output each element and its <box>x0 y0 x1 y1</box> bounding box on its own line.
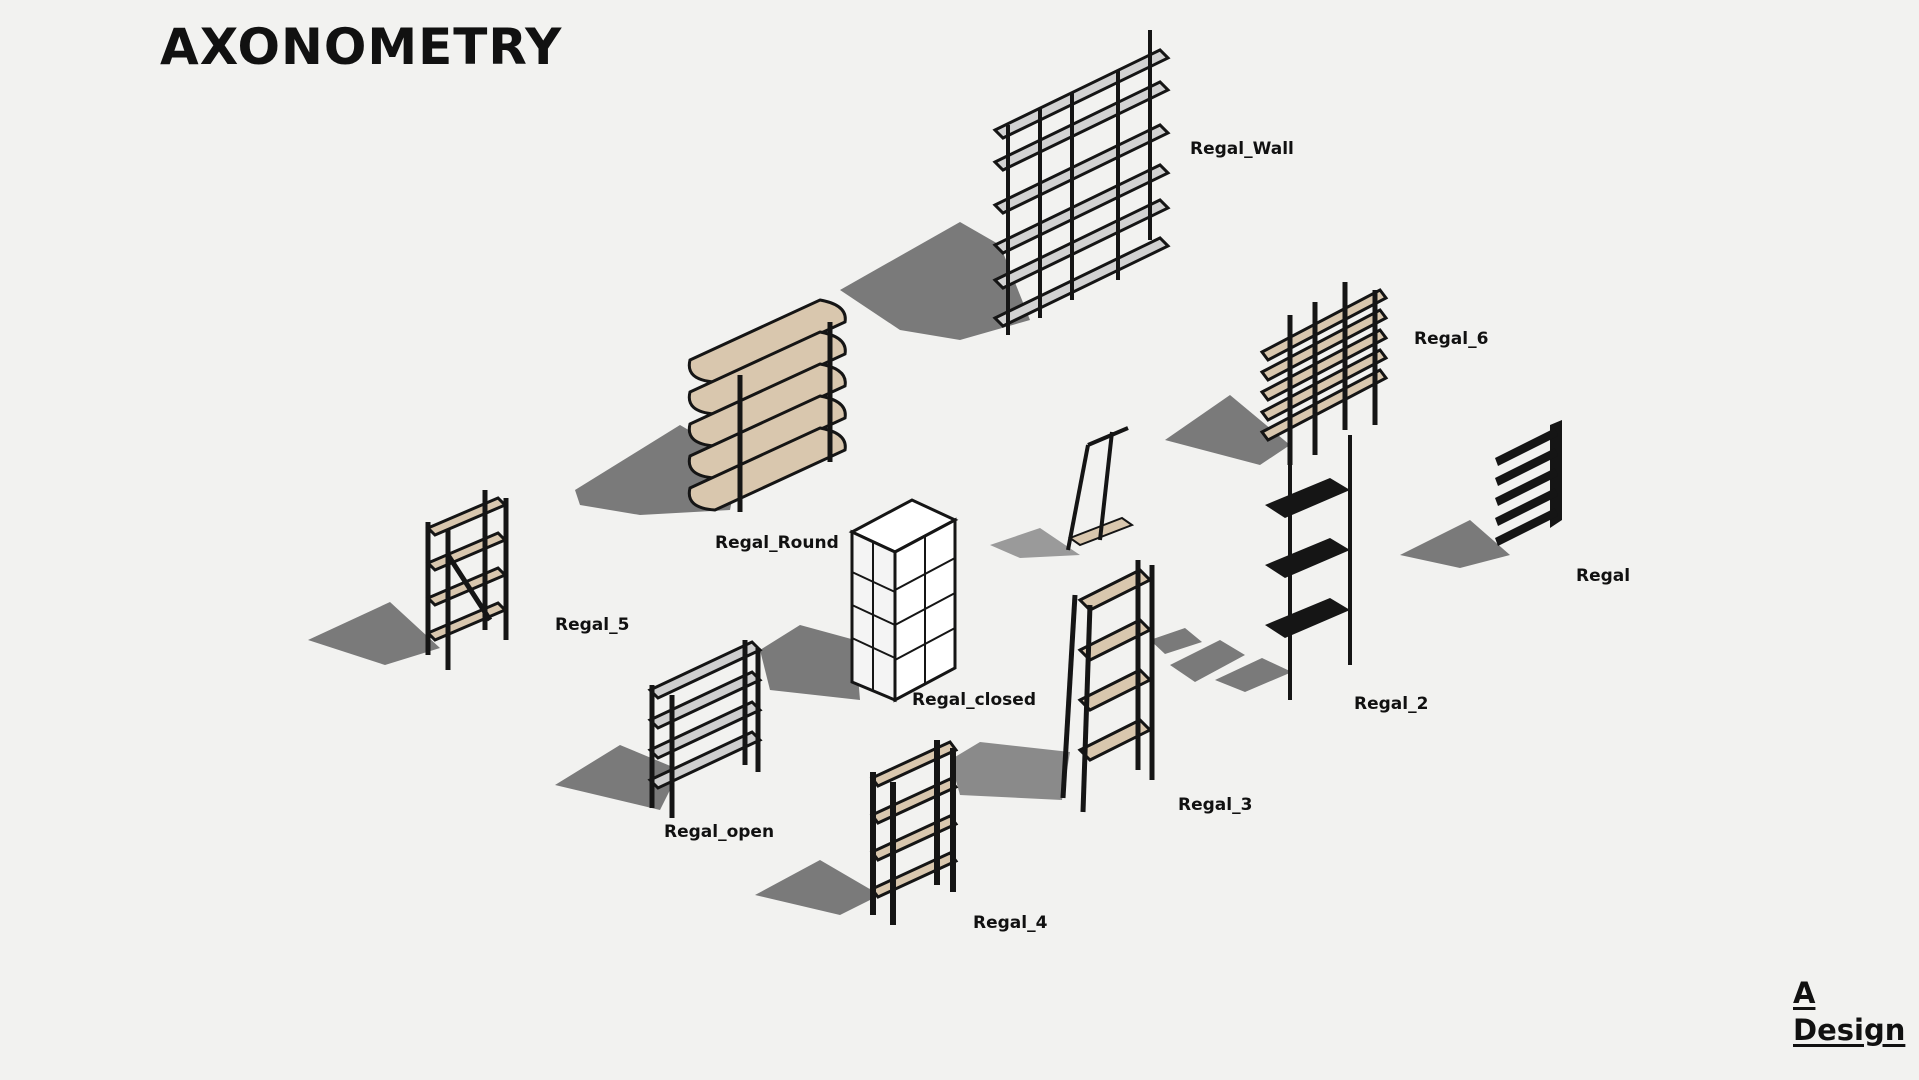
regal-3-drawing <box>950 560 1155 813</box>
regal-round-shelves <box>687 298 847 512</box>
label-regal-wall: Regal_Wall <box>1190 139 1294 159</box>
regal-6-shelves <box>1259 288 1389 442</box>
regal-round-drawing <box>575 298 847 515</box>
ladder-drawing <box>990 426 1135 558</box>
label-regal-5: Regal_5 <box>555 615 630 635</box>
page-title: AXONOMETRY <box>160 18 563 76</box>
regal-6-frame <box>1287 282 1378 465</box>
regal-closed-drawing <box>760 498 959 703</box>
regal-4-drawing <box>755 740 959 925</box>
label-regal: Regal <box>1576 566 1631 586</box>
regal-6-drawing <box>1165 282 1389 465</box>
regal-4-frame <box>870 740 956 925</box>
regal-4-shelves <box>869 740 959 899</box>
brand-line-1: A <box>1793 976 1816 1010</box>
regal-drawing <box>1400 420 1562 568</box>
regal-2-shelves <box>1265 478 1350 638</box>
brand-line-2: Design <box>1793 1013 1906 1047</box>
regal-wall-shelves <box>992 48 1171 328</box>
regal-5-shelves <box>425 496 508 642</box>
label-regal-2: Regal_2 <box>1354 694 1429 714</box>
brand-logo: A Design <box>1793 975 1905 1049</box>
regal-6-shadow <box>1165 395 1290 465</box>
regal-closed-doors <box>851 536 956 692</box>
regal-wall-drawing <box>840 30 1171 340</box>
regal-5-frame <box>425 490 509 670</box>
regal-shadow <box>1400 520 1510 568</box>
regal-frame <box>1495 420 1562 546</box>
regal-open-shadow <box>555 745 680 810</box>
regal-wall-posts <box>1006 30 1152 335</box>
regal-2-shadow <box>1150 628 1292 692</box>
regal-2-posts <box>1288 435 1352 700</box>
label-regal-3: Regal_3 <box>1178 795 1253 815</box>
regal-wall-shadow <box>840 222 1030 340</box>
label-regal-4: Regal_4 <box>973 913 1048 933</box>
label-regal-6: Regal_6 <box>1414 329 1489 349</box>
regal-open-shelves <box>647 640 763 790</box>
regal-3-shadow <box>950 742 1070 800</box>
regal-4-shadow <box>755 860 880 915</box>
regal-5-shadow <box>308 602 440 665</box>
regal-closed-shadow <box>760 625 860 700</box>
regal-round-posts <box>737 322 833 512</box>
label-regal-round: Regal_Round <box>715 533 839 553</box>
regal-open-frame <box>649 640 761 818</box>
label-regal-closed: Regal_closed <box>912 690 1036 710</box>
label-regal-open: Regal_open <box>664 822 775 842</box>
ladder-frame <box>1066 426 1129 551</box>
ladder-shadow <box>990 528 1080 558</box>
regal-5-drawing <box>308 490 509 670</box>
regal-3-frame <box>1060 560 1155 813</box>
regal-open-drawing <box>555 640 763 818</box>
regal-2-drawing <box>1150 435 1352 700</box>
